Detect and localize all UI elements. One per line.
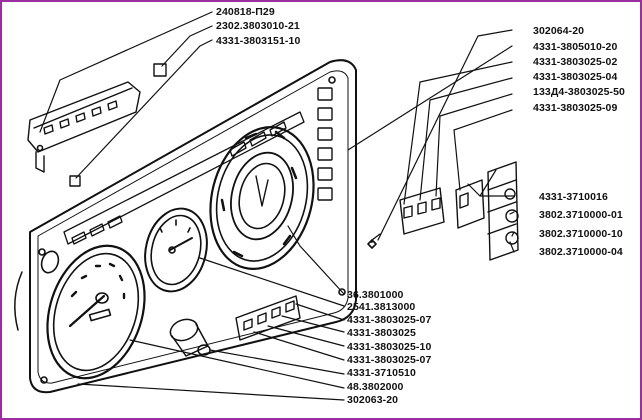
part-label: 4331-3803025-10 [347, 341, 432, 353]
part-label: 3802.3710000-01 [539, 209, 623, 221]
part-label: 302064-20 [533, 25, 585, 37]
part-label: 133Д4-3803025-50 [533, 86, 625, 98]
part-label: 4331-3803025-07 [347, 354, 432, 366]
cigar-lighter [169, 318, 211, 357]
part-label: 4331-3803025-04 [533, 71, 618, 83]
right-switch-cluster [399, 161, 519, 261]
leader-lines [39, 11, 515, 401]
part-label: 4331-3710016 [539, 191, 608, 203]
part-label: 48.3802000 [347, 381, 404, 393]
part-label: 4331-3803025-09 [533, 102, 618, 114]
part-label: 2302.3803010-21 [216, 20, 300, 32]
part-label: 36.3801000 [347, 289, 404, 301]
screw-left [36, 144, 44, 152]
fuel-gauge [144, 207, 208, 293]
part-label: 3802.3710000-04 [539, 246, 623, 258]
warning-lights-column [317, 87, 333, 201]
part-label: 4331-3803025 [347, 327, 416, 339]
part-label: 4331-3710510 [347, 367, 416, 379]
part-label: 2541.3813000 [347, 301, 416, 313]
shroud-edge [14, 271, 23, 331]
tachometer-gauge [209, 125, 315, 271]
lamp-lens [40, 250, 60, 274]
part-label: 4331-3803025-02 [533, 56, 618, 68]
part-label: 3802.3710000-10 [539, 228, 623, 240]
lamp-cap [69, 175, 81, 187]
part-label: 240818-П29 [216, 6, 275, 18]
speedometer-gauge [46, 244, 146, 380]
part-label: 4331-3803151-10 [216, 35, 301, 47]
indicator-strip [63, 111, 305, 245]
lamp-socket [153, 63, 167, 77]
switch-strip-top [27, 81, 141, 173]
part-label: 4331-3805010-20 [533, 41, 618, 53]
panel-plate [29, 59, 357, 394]
bottom-switch-row [235, 295, 301, 341]
part-label: 4331-3803025-07 [347, 314, 432, 326]
part-label: 302063-20 [347, 394, 399, 406]
